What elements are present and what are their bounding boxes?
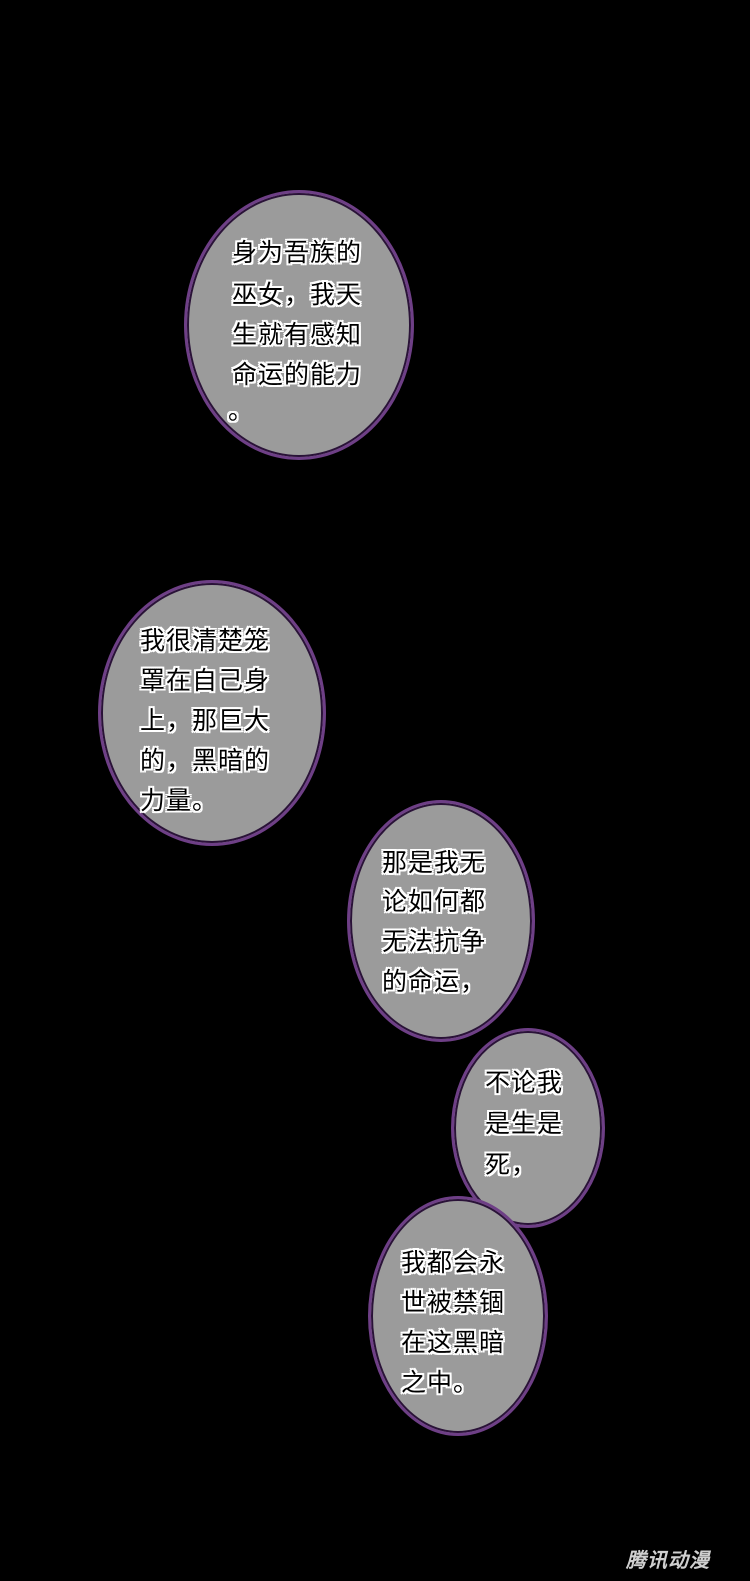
- bubble-1-line-1: 身为吾族的: [232, 238, 363, 267]
- bubble-1-line-5: 。: [228, 396, 255, 425]
- bubble-2-line-3: 上，那巨大: [140, 706, 271, 735]
- bubble-4-line-3: 死，: [485, 1150, 538, 1179]
- bubble-1-line-2: 巫女，我天: [232, 280, 363, 309]
- bubble-2-line-4: 的，黑暗的: [140, 746, 271, 775]
- bubble-3-line-1: 那是我无: [382, 848, 487, 877]
- speech-bubble-1: [184, 190, 414, 460]
- speech-bubble-3: [347, 800, 535, 1042]
- bubble-3-line-4: 的命运，: [382, 967, 487, 996]
- bubble-4-line-2: 是生是: [485, 1109, 564, 1138]
- bubble-5-line-2: 世被禁锢: [401, 1288, 506, 1317]
- speech-bubble-4: [451, 1028, 605, 1228]
- bubble-3-line-2: 论如何都: [382, 887, 487, 916]
- speech-bubble-5: [368, 1196, 548, 1436]
- bubble-1-line-3: 生就有感知: [232, 320, 363, 349]
- bubble-1-line-4: 命运的能力: [232, 360, 363, 389]
- bubble-4-line-1: 不论我: [485, 1068, 564, 1097]
- speech-bubble-2: [98, 580, 326, 846]
- bubble-3-line-3: 无法抗争: [382, 927, 487, 956]
- watermark-logo: 腾讯动漫: [626, 1548, 710, 1572]
- bubble-2-line-1: 我很清楚笼: [140, 626, 271, 655]
- bubble-2-line-2: 罩在自己身: [140, 666, 271, 695]
- bubble-5-line-4: 之中。: [401, 1368, 480, 1397]
- bubble-5-line-1: 我都会永: [401, 1248, 506, 1277]
- bubble-2-line-5: 力量。: [140, 786, 219, 815]
- bubble-5-line-3: 在这黑暗: [401, 1328, 506, 1357]
